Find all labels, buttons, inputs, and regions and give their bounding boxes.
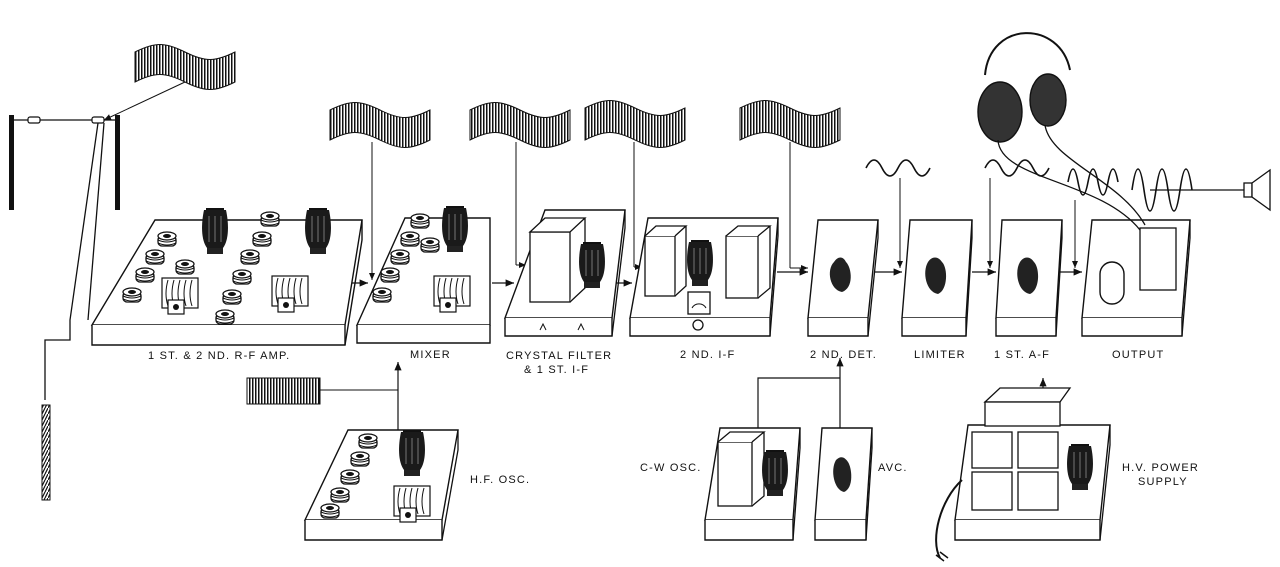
cw-osc-chassis <box>705 428 800 540</box>
mixer-chassis <box>357 206 490 343</box>
label-hf-osc: H.F. OSC. <box>470 474 530 486</box>
label-det2: 2 ND. DET. <box>810 349 877 361</box>
af1-chassis <box>996 220 1062 336</box>
signal-waveform-antenna <box>104 45 235 121</box>
output-chassis <box>1082 220 1190 336</box>
label-cw-osc: C-W OSC. <box>640 462 702 474</box>
label-crystal-filter-line1: CRYSTAL FILTER <box>506 350 612 363</box>
hf-osc-chassis <box>305 430 458 540</box>
crystal-filter-chassis <box>505 210 625 336</box>
label-crystal-filter-line2: & 1 ST. I-F <box>524 364 589 377</box>
limiter-chassis <box>902 220 972 336</box>
label-hv-power-line2: SUPPLY <box>1138 476 1188 489</box>
signal-waveform-hfosc <box>247 378 398 404</box>
label-af1: 1 ST. A-F <box>994 349 1050 361</box>
headphones-icon <box>978 33 1145 230</box>
label-if2: 2 ND. I-F <box>680 349 735 361</box>
avc-chassis <box>815 428 872 540</box>
audio-waveforms <box>866 160 1192 211</box>
if2-chassis <box>630 218 778 336</box>
label-limiter: LIMITER <box>914 349 966 361</box>
label-output: OUTPUT <box>1112 349 1164 361</box>
label-avc: AVC. <box>878 462 908 474</box>
label-rf-amp: 1 ST. & 2 ND. R-F AMP. <box>148 350 290 362</box>
speaker-icon <box>1244 170 1270 210</box>
label-mixer: MIXER <box>410 349 451 361</box>
label-hv-power-line1: H.V. POWER <box>1122 462 1199 475</box>
hv-power-supply-chassis <box>936 388 1110 561</box>
det2-chassis <box>808 220 878 336</box>
rf-amp-chassis <box>92 208 362 345</box>
